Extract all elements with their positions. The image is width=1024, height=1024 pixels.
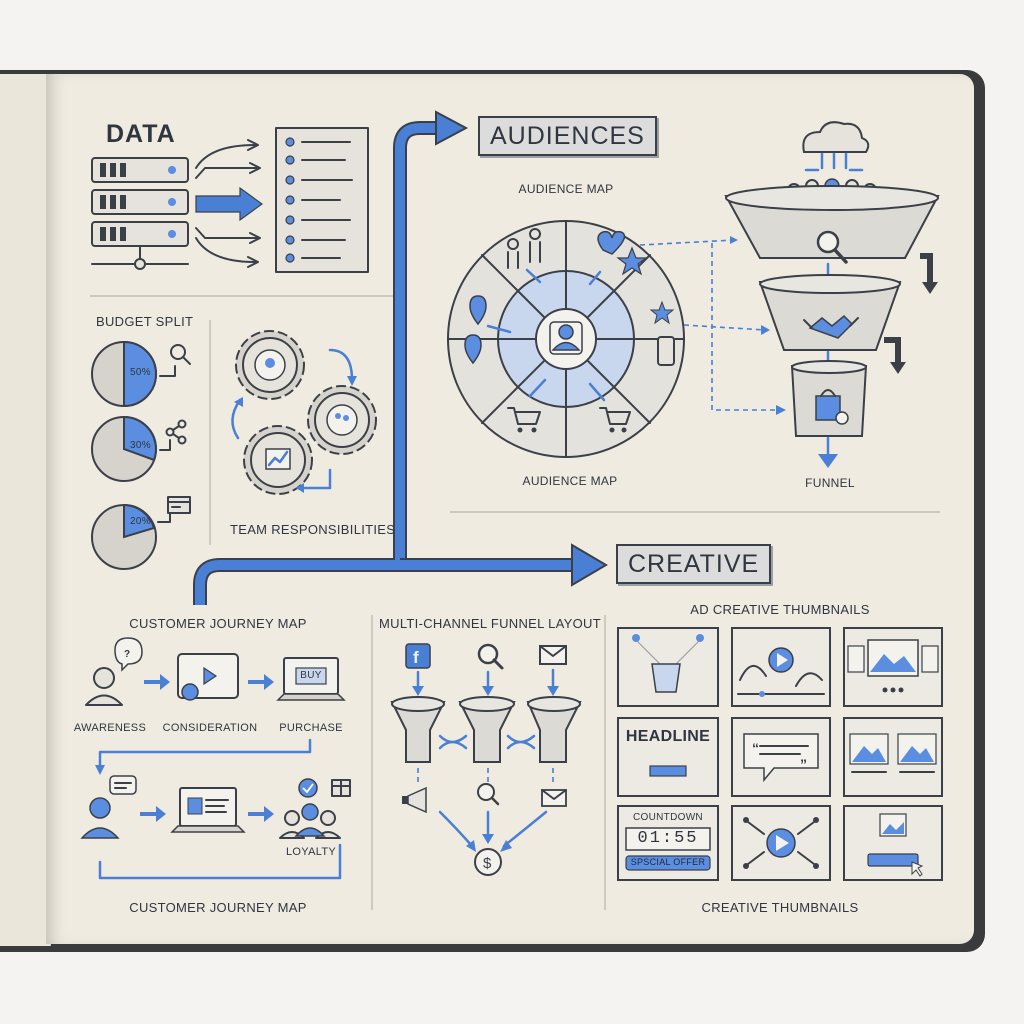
thumbnail-image-gallery [843, 627, 943, 707]
main-flow-arrow [193, 110, 608, 605]
countdown-digits: 01:55 [637, 829, 699, 848]
thumbnail-video-hub [731, 805, 831, 881]
thumbnail-testimonial-quote [731, 717, 831, 797]
journey-bottom-row [80, 775, 351, 839]
journey-title-top: CUSTOMER JOURNEY MAP [129, 616, 307, 631]
email-icon [539, 645, 567, 665]
budget-pie-50 [91, 340, 157, 408]
pie-label-30: 30% [130, 440, 151, 451]
headline-text: HEADLINE [625, 728, 711, 745]
thumbnail-video-player [731, 627, 831, 707]
gift-icon [331, 779, 351, 797]
thumbnail-product-spotlight [617, 627, 719, 707]
shopping-bag-icon [815, 389, 849, 425]
megaphone-icon [402, 786, 427, 814]
chat-person-icon [80, 775, 137, 839]
stage-awareness: AWARENESS [73, 722, 147, 734]
email-icon-2 [541, 789, 567, 807]
budget-pie-30 [91, 415, 157, 482]
gear-chart-icon [243, 425, 313, 495]
user-icon [549, 321, 583, 355]
laptop-buy-icon [276, 657, 346, 701]
laptop-profile-icon [170, 787, 246, 833]
question-person-icon: ? [85, 637, 143, 706]
marketing-funnel [724, 121, 940, 468]
server-stack-icon [91, 157, 189, 270]
creative-thumbnail-grid [617, 627, 943, 881]
cart-icon-2 [599, 407, 631, 433]
creative-thumbnails-title-top: AD CREATIVE THUMBNAILS [690, 602, 870, 617]
pie-label-50: 50% [130, 367, 151, 378]
search-icon-channel-2 [477, 783, 500, 806]
journey-return-connector [98, 843, 342, 880]
creative-thumbnails-title-bottom: CREATIVE THUMBNAILS [701, 900, 859, 915]
audience-wheel [447, 220, 685, 458]
star-icon-small [649, 300, 675, 325]
people-icon [507, 228, 541, 269]
data-flow-arrows [195, 139, 264, 268]
thumbnail-split-images [843, 717, 943, 797]
location-pin-icon [469, 295, 487, 326]
facebook-icon: f [405, 643, 431, 669]
phone-icon [657, 336, 675, 366]
browser-window-icon [157, 496, 191, 523]
star-icon [616, 246, 648, 276]
share-icon [159, 419, 187, 451]
gears-diagram [231, 330, 377, 495]
section-title-data: DATA [106, 120, 176, 148]
cloud-icon [802, 121, 870, 172]
heart-icon [597, 230, 626, 255]
svg-text:?: ? [124, 649, 130, 660]
loyal-group-icon [279, 803, 341, 839]
search-icon-channel [477, 643, 504, 670]
location-pin-icon-2 [464, 334, 482, 365]
budget-pie-20 [91, 503, 157, 570]
multichannel-title: MULTI-CHANNEL FUNNEL LAYOUT [379, 616, 601, 631]
countdown-label: COUNTDOWN [633, 812, 703, 823]
stage-consideration: CONSIDERATION [162, 722, 258, 734]
cart-icon [507, 407, 541, 433]
thumbnail-countdown [617, 805, 719, 881]
svg-text:f: f [413, 648, 419, 667]
quote-close-icon: ” [800, 756, 808, 772]
magnifier-icon [159, 344, 191, 377]
journey-title-bottom: CUSTOMER JOURNEY MAP [129, 900, 307, 915]
audience-map-label-bottom: AUDIENCE MAP [522, 474, 618, 488]
journey-top-row: ? [85, 637, 346, 706]
data-list-document-icon [275, 127, 369, 273]
search-icon [816, 230, 848, 264]
svg-text:$: $ [483, 855, 492, 872]
thumbnail-cta-button [843, 805, 943, 881]
section-title-audiences: AUDIENCES [478, 116, 657, 156]
audience-map-label-top: AUDIENCE MAP [518, 182, 614, 196]
funnel-label: FUNNEL [805, 476, 855, 490]
buy-label: BUY [300, 670, 322, 681]
team-caption: TEAM RESPONSIBILITIES [230, 522, 396, 537]
left-page-edge [0, 74, 51, 946]
dollar-coin-icon: $ [474, 848, 502, 876]
thumbnail-headline [617, 717, 719, 797]
quote-open-icon: “ [752, 740, 760, 756]
multichannel-funnel-diagram: f $ [390, 643, 582, 876]
pie-label-20: 20% [130, 516, 151, 527]
stage-loyalty: LOYALTY [286, 846, 336, 858]
badge-check-icon [298, 778, 318, 798]
budget-title: BUDGET SPLIT [96, 314, 194, 329]
gear-palette-icon [307, 385, 377, 455]
gear-brain-icon [235, 330, 305, 400]
stage-purchase: PURCHASE [279, 722, 343, 734]
video-tablet-icon [177, 653, 239, 701]
section-title-creative: CREATIVE [616, 544, 772, 584]
journey-connector [98, 738, 312, 772]
audience-to-funnel-dashes [639, 236, 786, 415]
handshake-icon [803, 314, 859, 339]
special-offer-label: SPSCIAL OFFER [630, 857, 706, 867]
